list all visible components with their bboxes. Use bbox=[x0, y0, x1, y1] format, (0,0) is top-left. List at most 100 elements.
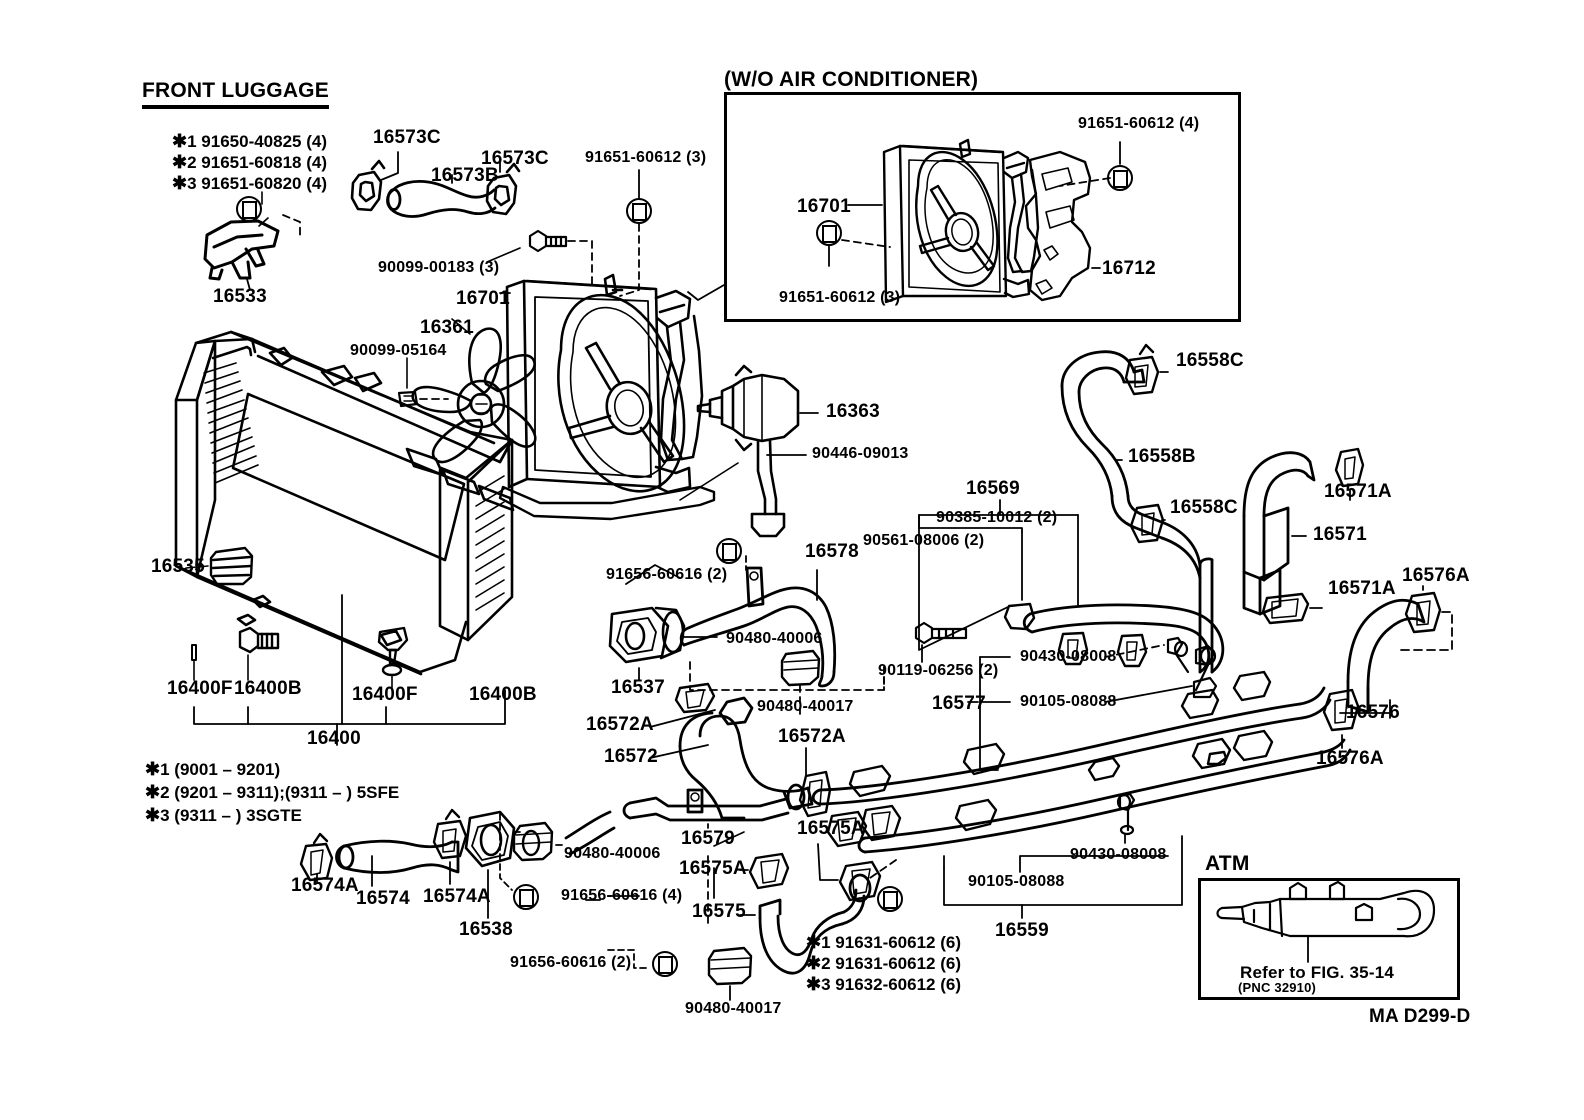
callout-bolt-90105-08088-a: 90105-08088 bbox=[1020, 693, 1117, 710]
legend-mark-3: 3 bbox=[160, 806, 170, 825]
callout-hose-clip-16573c-1: 16573C bbox=[373, 127, 441, 148]
callout-clip-16575a-right: 16575A bbox=[797, 818, 865, 839]
callout-clamp-90385-10012: 90385-10012 (2) bbox=[936, 509, 1058, 526]
callout-clip-16558c-bot: 16558C bbox=[1170, 497, 1238, 518]
callout-bolt-90561-08006: 90561-08006 (2) bbox=[863, 532, 985, 549]
mark-number-b1: 1 bbox=[821, 933, 831, 952]
callout-clip-16576a-top: 16576A bbox=[1402, 565, 1470, 586]
fastener-note-bottom-line-3: ✱3 91632-60612 (6) bbox=[806, 974, 961, 995]
fastener-note-top-line-3: ✱3 91651-60820 (4) bbox=[172, 173, 327, 194]
callout-connector-90446-09013: 90446-09013 bbox=[812, 445, 909, 462]
callout-pipe-16579: 16579 bbox=[681, 828, 735, 849]
callout-motor-16363: 16363 bbox=[826, 401, 880, 422]
fastener-note-bottom-line-1: ✱1 91631-60612 (6) bbox=[806, 932, 961, 953]
legend-mark-2: 2 bbox=[160, 783, 170, 802]
star-mark-2: ✱ bbox=[172, 152, 188, 172]
legend-text-3: (9311 – ) 3SGTE bbox=[174, 806, 302, 825]
callout-plug-16400b-a: 16400B bbox=[234, 678, 302, 699]
callout-flange-16538: 16538 bbox=[459, 919, 513, 940]
callout-grommet-90480-40006a: 90480-40006 bbox=[726, 630, 823, 647]
application-legend-line-2: ✱2 (9201 – 9311);(9311 – ) 5SFE bbox=[145, 781, 399, 804]
callout-shroud-16701: 16701 bbox=[456, 288, 510, 309]
fastener-code-3: 91651-60820 (4) bbox=[201, 174, 328, 193]
callout-grommet-90480-40017b: 90480-40017 bbox=[685, 1000, 782, 1017]
callout-pipe-16559: 16559 bbox=[995, 920, 1049, 941]
b-mark-16538 bbox=[513, 884, 539, 910]
callout-bolt-91656-60616-2a: 91656-60616 (2) bbox=[606, 566, 728, 583]
inset-no-ac-title: (W/O AIR CONDITIONER) bbox=[724, 68, 979, 91]
callout-pipe-16569: 16569 bbox=[966, 478, 1020, 499]
fastener-code-b3: 91632-60612 (6) bbox=[835, 975, 962, 994]
callout-grommet-90480-40017a: 90480-40017 bbox=[757, 698, 854, 715]
callout-drain-16400f-b: 16400F bbox=[352, 684, 418, 705]
callout-no-ac-shroud: 16701 bbox=[797, 196, 851, 217]
star-mark-1: ✱ bbox=[172, 131, 188, 151]
star-mark-l1: ✱ bbox=[145, 759, 161, 779]
callout-bolt-90105-08088-b: 90105-08088 bbox=[968, 873, 1065, 890]
legend-mark-1: 1 bbox=[160, 760, 170, 779]
callout-clip-16571a-bot: 16571A bbox=[1328, 578, 1396, 599]
callout-hose-16578: 16578 bbox=[805, 541, 859, 562]
fastener-note-bottom-line-2: ✱2 91631-60612 (6) bbox=[806, 953, 961, 974]
inset-atm-refer-text: Refer to FIG. 35-14 bbox=[1240, 963, 1395, 982]
callout-flange-16537: 16537 bbox=[611, 677, 665, 698]
callout-hose-16574: 16574 bbox=[356, 888, 410, 909]
fastener-note-top: ✱1 91650-40825 (4) ✱2 91651-60818 (4) ✱3… bbox=[172, 131, 327, 194]
callout-clip-90099-05164: 90099-05164 bbox=[350, 342, 447, 359]
drawing-code: MA D299-D bbox=[1369, 1006, 1471, 1027]
mark-number-2: 2 bbox=[187, 153, 197, 172]
application-legend-line-3: ✱3 (9311 – ) 3SGTE bbox=[145, 804, 399, 827]
callout-clip-16571a-top: 16571A bbox=[1324, 481, 1392, 502]
star-mark-3: ✱ bbox=[172, 173, 188, 193]
mark-number-1: 1 bbox=[187, 132, 197, 151]
callout-clip-16572a-1: 16572A bbox=[586, 714, 654, 735]
callout-no-ac-bracket: 16712 bbox=[1102, 258, 1156, 279]
star-mark-b2: ✱ bbox=[806, 953, 822, 973]
callout-bolt-91651-60612-3: 91651-60612 (3) bbox=[585, 149, 707, 166]
callout-clip-16574a-right: 16574A bbox=[423, 886, 491, 907]
application-legend: ✱1 (9001 – 9201) ✱2 (9201 – 9311);(9311 … bbox=[145, 758, 399, 827]
callout-pipe-16577: 16577 bbox=[932, 693, 986, 714]
callout-bolt-91656-60616-4: 91656-60616 (4) bbox=[561, 887, 683, 904]
page-title: FRONT LUGGAGE bbox=[142, 79, 329, 109]
star-mark-l3: ✱ bbox=[145, 805, 161, 825]
b-mark-16574 bbox=[652, 951, 678, 977]
callout-bolt-90119-06256: 90119-06256 (2) bbox=[878, 662, 999, 679]
fastener-code-b1: 91631-60612 (6) bbox=[835, 933, 962, 952]
callout-clip-16574a-left: 16574A bbox=[291, 875, 359, 896]
fastener-note-top-line-1: ✱1 91650-40825 (4) bbox=[172, 131, 327, 152]
inset-atm bbox=[1198, 878, 1460, 1000]
callout-clip-16575a-left: 16575A bbox=[679, 858, 747, 879]
callout-clip-16576a-bot: 16576A bbox=[1316, 748, 1384, 769]
callout-screw-90099-00183: 90099-00183 (3) bbox=[378, 259, 500, 276]
mark-number-b3: 3 bbox=[821, 975, 831, 994]
fastener-code-1: 91650-40825 (4) bbox=[201, 132, 328, 151]
callout-grommet-16535: 16535 bbox=[151, 556, 205, 577]
b-mark-shroud-lower bbox=[716, 538, 742, 564]
mark-number-b2: 2 bbox=[821, 954, 831, 973]
star-mark-b1: ✱ bbox=[806, 932, 822, 952]
mark-number-3: 3 bbox=[187, 174, 197, 193]
callout-clip-16572a-2: 16572A bbox=[778, 726, 846, 747]
callout-fan-16361: 16361 bbox=[420, 317, 474, 338]
callout-hose-clip-16573c-2: 16573C bbox=[481, 148, 549, 169]
callout-drain-16400f-a: 16400F bbox=[167, 678, 233, 699]
callout-no-ac-bolt-4: 91651-60612 (4) bbox=[1078, 115, 1200, 132]
legend-text-2: (9201 – 9311);(9311 – ) 5SFE bbox=[174, 783, 400, 802]
callout-hose-16576: 16576 bbox=[1346, 702, 1400, 723]
callout-bolt-90430-08008-a: 90430-08008 bbox=[1020, 648, 1117, 665]
fastener-note-top-line-2: ✱2 91651-60818 (4) bbox=[172, 152, 327, 173]
fastener-note-bottom: ✱1 91631-60612 (6) ✱2 91631-60612 (6) ✱3… bbox=[806, 932, 961, 995]
callout-clip-16558c-top: 16558C bbox=[1176, 350, 1244, 371]
callout-bracket-16533: 16533 bbox=[213, 286, 267, 307]
star-mark-l2: ✱ bbox=[145, 782, 161, 802]
b-mark-16533 bbox=[236, 196, 262, 222]
callout-plug-16400b-b: 16400B bbox=[469, 684, 537, 705]
inset-no-air-conditioner bbox=[724, 92, 1241, 322]
callout-bolt-90430-08008-b: 90430-08008 bbox=[1070, 846, 1167, 863]
inset-atm-title: ATM bbox=[1205, 852, 1250, 875]
b-mark-shroud-top bbox=[626, 198, 652, 224]
callout-no-ac-bolt-3: 91651-60612 (3) bbox=[779, 289, 901, 306]
inset-atm-pnc-text: (PNC 32910) bbox=[1238, 980, 1317, 995]
